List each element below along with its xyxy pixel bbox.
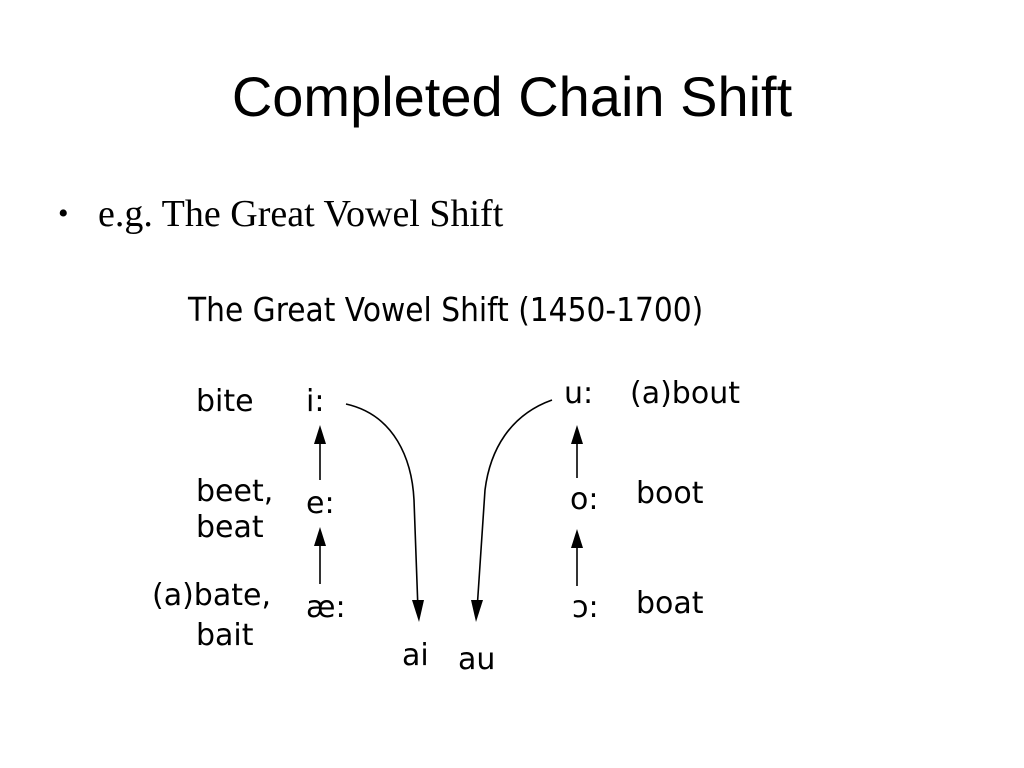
arrowhead-ae-to-e <box>314 527 326 546</box>
example-abate: (a)bate, <box>152 578 271 613</box>
vowel-shift-diagram: The Great Vowel Shift (1450-1700) bite b… <box>140 280 780 700</box>
bullet-text: e.g. The Great Vowel Shift <box>98 193 504 235</box>
example-about: (a)bout <box>630 376 740 411</box>
vowel-ae-long: æ: <box>306 590 346 625</box>
arrowhead-i-to-ai <box>412 600 424 622</box>
arrowhead-e-to-i <box>314 425 326 444</box>
arrow-i-to-ai <box>345 403 419 611</box>
arrowhead-o-to-u <box>571 425 583 444</box>
vowel-e-long: e: <box>306 486 335 521</box>
vowel-u-long: u: <box>564 376 594 411</box>
diagram-arrows <box>314 399 583 622</box>
arrowhead-u-to-au <box>471 600 483 622</box>
example-beet: beet, <box>196 474 274 509</box>
arrowhead-open-o-to-o <box>571 529 583 548</box>
bullet-item: • e.g. The Great Vowel Shift <box>58 190 503 238</box>
vowel-open-o-long: ɔ: <box>572 590 599 625</box>
bullet-dot: • <box>58 197 69 230</box>
example-boot: boot <box>636 476 704 511</box>
example-bait: bait <box>196 618 254 653</box>
example-beat: beat <box>196 510 264 545</box>
arrow-u-to-au <box>476 399 553 611</box>
slide-title: Completed Chain Shift <box>231 65 793 128</box>
diphthong-ai: ai <box>402 638 429 673</box>
example-bite: bite <box>196 384 254 419</box>
diphthong-au: au <box>458 642 496 677</box>
vowel-i-long: i: <box>306 384 325 419</box>
example-boat: boat <box>636 586 704 621</box>
diagram-title: The Great Vowel Shift (1450-1700) <box>188 290 704 329</box>
vowel-o-long: o: <box>570 482 599 517</box>
